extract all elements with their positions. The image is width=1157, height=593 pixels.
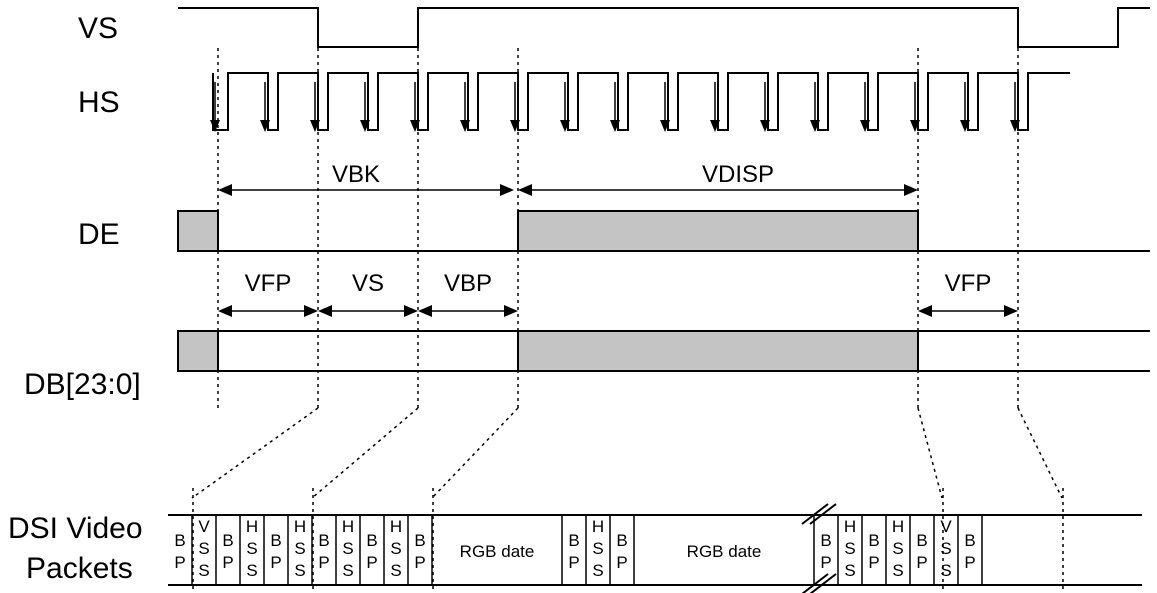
- packet-sync-letter: H: [592, 517, 604, 536]
- vbp-label: VBP: [444, 270, 492, 297]
- db-waveform: [177, 330, 1150, 372]
- packet-sync-letter: S: [294, 561, 305, 580]
- vdisp-span-arrow: [518, 184, 918, 196]
- packet-bp-letter: P: [270, 553, 281, 572]
- hs-signal-label: HS: [78, 86, 120, 119]
- packet-bp-letter: P: [174, 553, 185, 572]
- packet-bp-letter: P: [568, 553, 579, 572]
- packet-sync-letter: S: [342, 539, 353, 558]
- packet-sync-letter: S: [844, 539, 855, 558]
- hs-waveform: [210, 72, 1070, 132]
- packet-sync-letter: S: [198, 561, 209, 580]
- hs-edge-arrow: [910, 120, 920, 132]
- hs-edge-arrow: [760, 120, 770, 132]
- packet-sync-letter: V: [198, 517, 210, 536]
- packet-bp-letter: P: [414, 553, 425, 572]
- packet-sync-letter: S: [592, 539, 603, 558]
- packet-sync-letter: H: [390, 517, 402, 536]
- packet-sync-letter: S: [892, 539, 903, 558]
- packet-sync-letter: H: [246, 517, 258, 536]
- packet-sync-letter: H: [892, 517, 904, 536]
- packet-bp-letter: P: [916, 553, 927, 572]
- packet-sync-letter: S: [940, 539, 951, 558]
- packet-rgb-label: RGB date: [687, 542, 762, 561]
- packet-sync-letter: S: [390, 539, 401, 558]
- hs-edge-arrow: [1010, 120, 1020, 132]
- packet-bp-letter: B: [916, 531, 927, 550]
- packet-bp-letter: P: [964, 553, 975, 572]
- packet-sync-letter: H: [844, 517, 856, 536]
- packet-bp-letter: B: [270, 531, 281, 550]
- packet-sync-letter: V: [940, 517, 952, 536]
- vs-signal-label: VS: [78, 12, 118, 45]
- vfp-label: VFP: [245, 270, 292, 297]
- packet-sync-letter: S: [940, 561, 951, 580]
- packet-bp-letter: B: [616, 531, 627, 550]
- hs-edge-arrow: [660, 120, 670, 132]
- packet-sync-letter: S: [592, 561, 603, 580]
- packet-bp-letter: P: [318, 553, 329, 572]
- vdisp-label: VDISP: [702, 161, 774, 188]
- db-signal-label: DB[23:0]: [24, 368, 141, 401]
- hs-edge-arrow: [560, 120, 570, 132]
- hs-edge-arrow: [860, 120, 870, 132]
- packet-bp-letter: B: [318, 531, 329, 550]
- de-signal-label: DE: [78, 218, 120, 251]
- porch-arrows: [218, 305, 1018, 317]
- hs-edge-arrow: [510, 120, 520, 132]
- hs-edge-arrow: [810, 120, 820, 132]
- packet-bp-letter: B: [366, 531, 377, 550]
- vs-span-label: VS: [352, 270, 384, 297]
- packet-sync-letter: S: [246, 561, 257, 580]
- dsi-label-line2: Packets: [26, 552, 133, 585]
- packet-bp-letter: P: [222, 553, 233, 572]
- packet-bp-letter: B: [414, 531, 425, 550]
- hs-edge-arrow: [960, 120, 970, 132]
- hs-pulse-train: [212, 72, 1070, 131]
- packet-sync-letter: S: [294, 539, 305, 558]
- hs-edge-arrow: [210, 120, 220, 132]
- packet-sync-letter: S: [844, 561, 855, 580]
- packet-bp-letter: B: [868, 531, 879, 550]
- packet-sync-letter: S: [390, 561, 401, 580]
- packet-bp-letter: B: [964, 531, 975, 550]
- packet-bp-letter: B: [568, 531, 579, 550]
- packet-bp-letter: P: [366, 553, 377, 572]
- dsi-label-line1: DSI Video: [8, 512, 143, 545]
- packet-bp-letter: B: [222, 531, 233, 550]
- packet-bp-letter: B: [820, 531, 831, 550]
- hs-edge-arrow: [410, 120, 420, 132]
- packet-mapping-lines: [191, 407, 1063, 499]
- vbk-label: VBK: [332, 161, 380, 188]
- hs-edge-arrow: [610, 120, 620, 132]
- de-waveform: [177, 210, 1150, 252]
- hs-edge-arrow: [310, 120, 320, 132]
- hs-edge-arrow: [710, 120, 720, 132]
- packet-sync-letter: S: [198, 539, 209, 558]
- packet-rgb-label: RGB date: [460, 542, 535, 561]
- packet-bp-letter: P: [868, 553, 879, 572]
- hs-edge-arrow: [460, 120, 470, 132]
- vs-waveform: [178, 7, 1150, 48]
- hs-edge-arrow: [260, 120, 270, 132]
- packet-bp-letter: P: [616, 553, 627, 572]
- packet-sync-letter: S: [892, 561, 903, 580]
- packet-sync-letter: S: [246, 539, 257, 558]
- vbk-span-arrow: [218, 184, 514, 196]
- packet-sync-letter: S: [342, 561, 353, 580]
- packet-sync-letter: H: [294, 517, 306, 536]
- packet-bp-letter: P: [820, 553, 831, 572]
- packet-bp-letter: B: [174, 531, 185, 550]
- vfp2-label: VFP: [945, 270, 992, 297]
- packet-sync-letter: H: [342, 517, 354, 536]
- hs-edge-arrow: [360, 120, 370, 132]
